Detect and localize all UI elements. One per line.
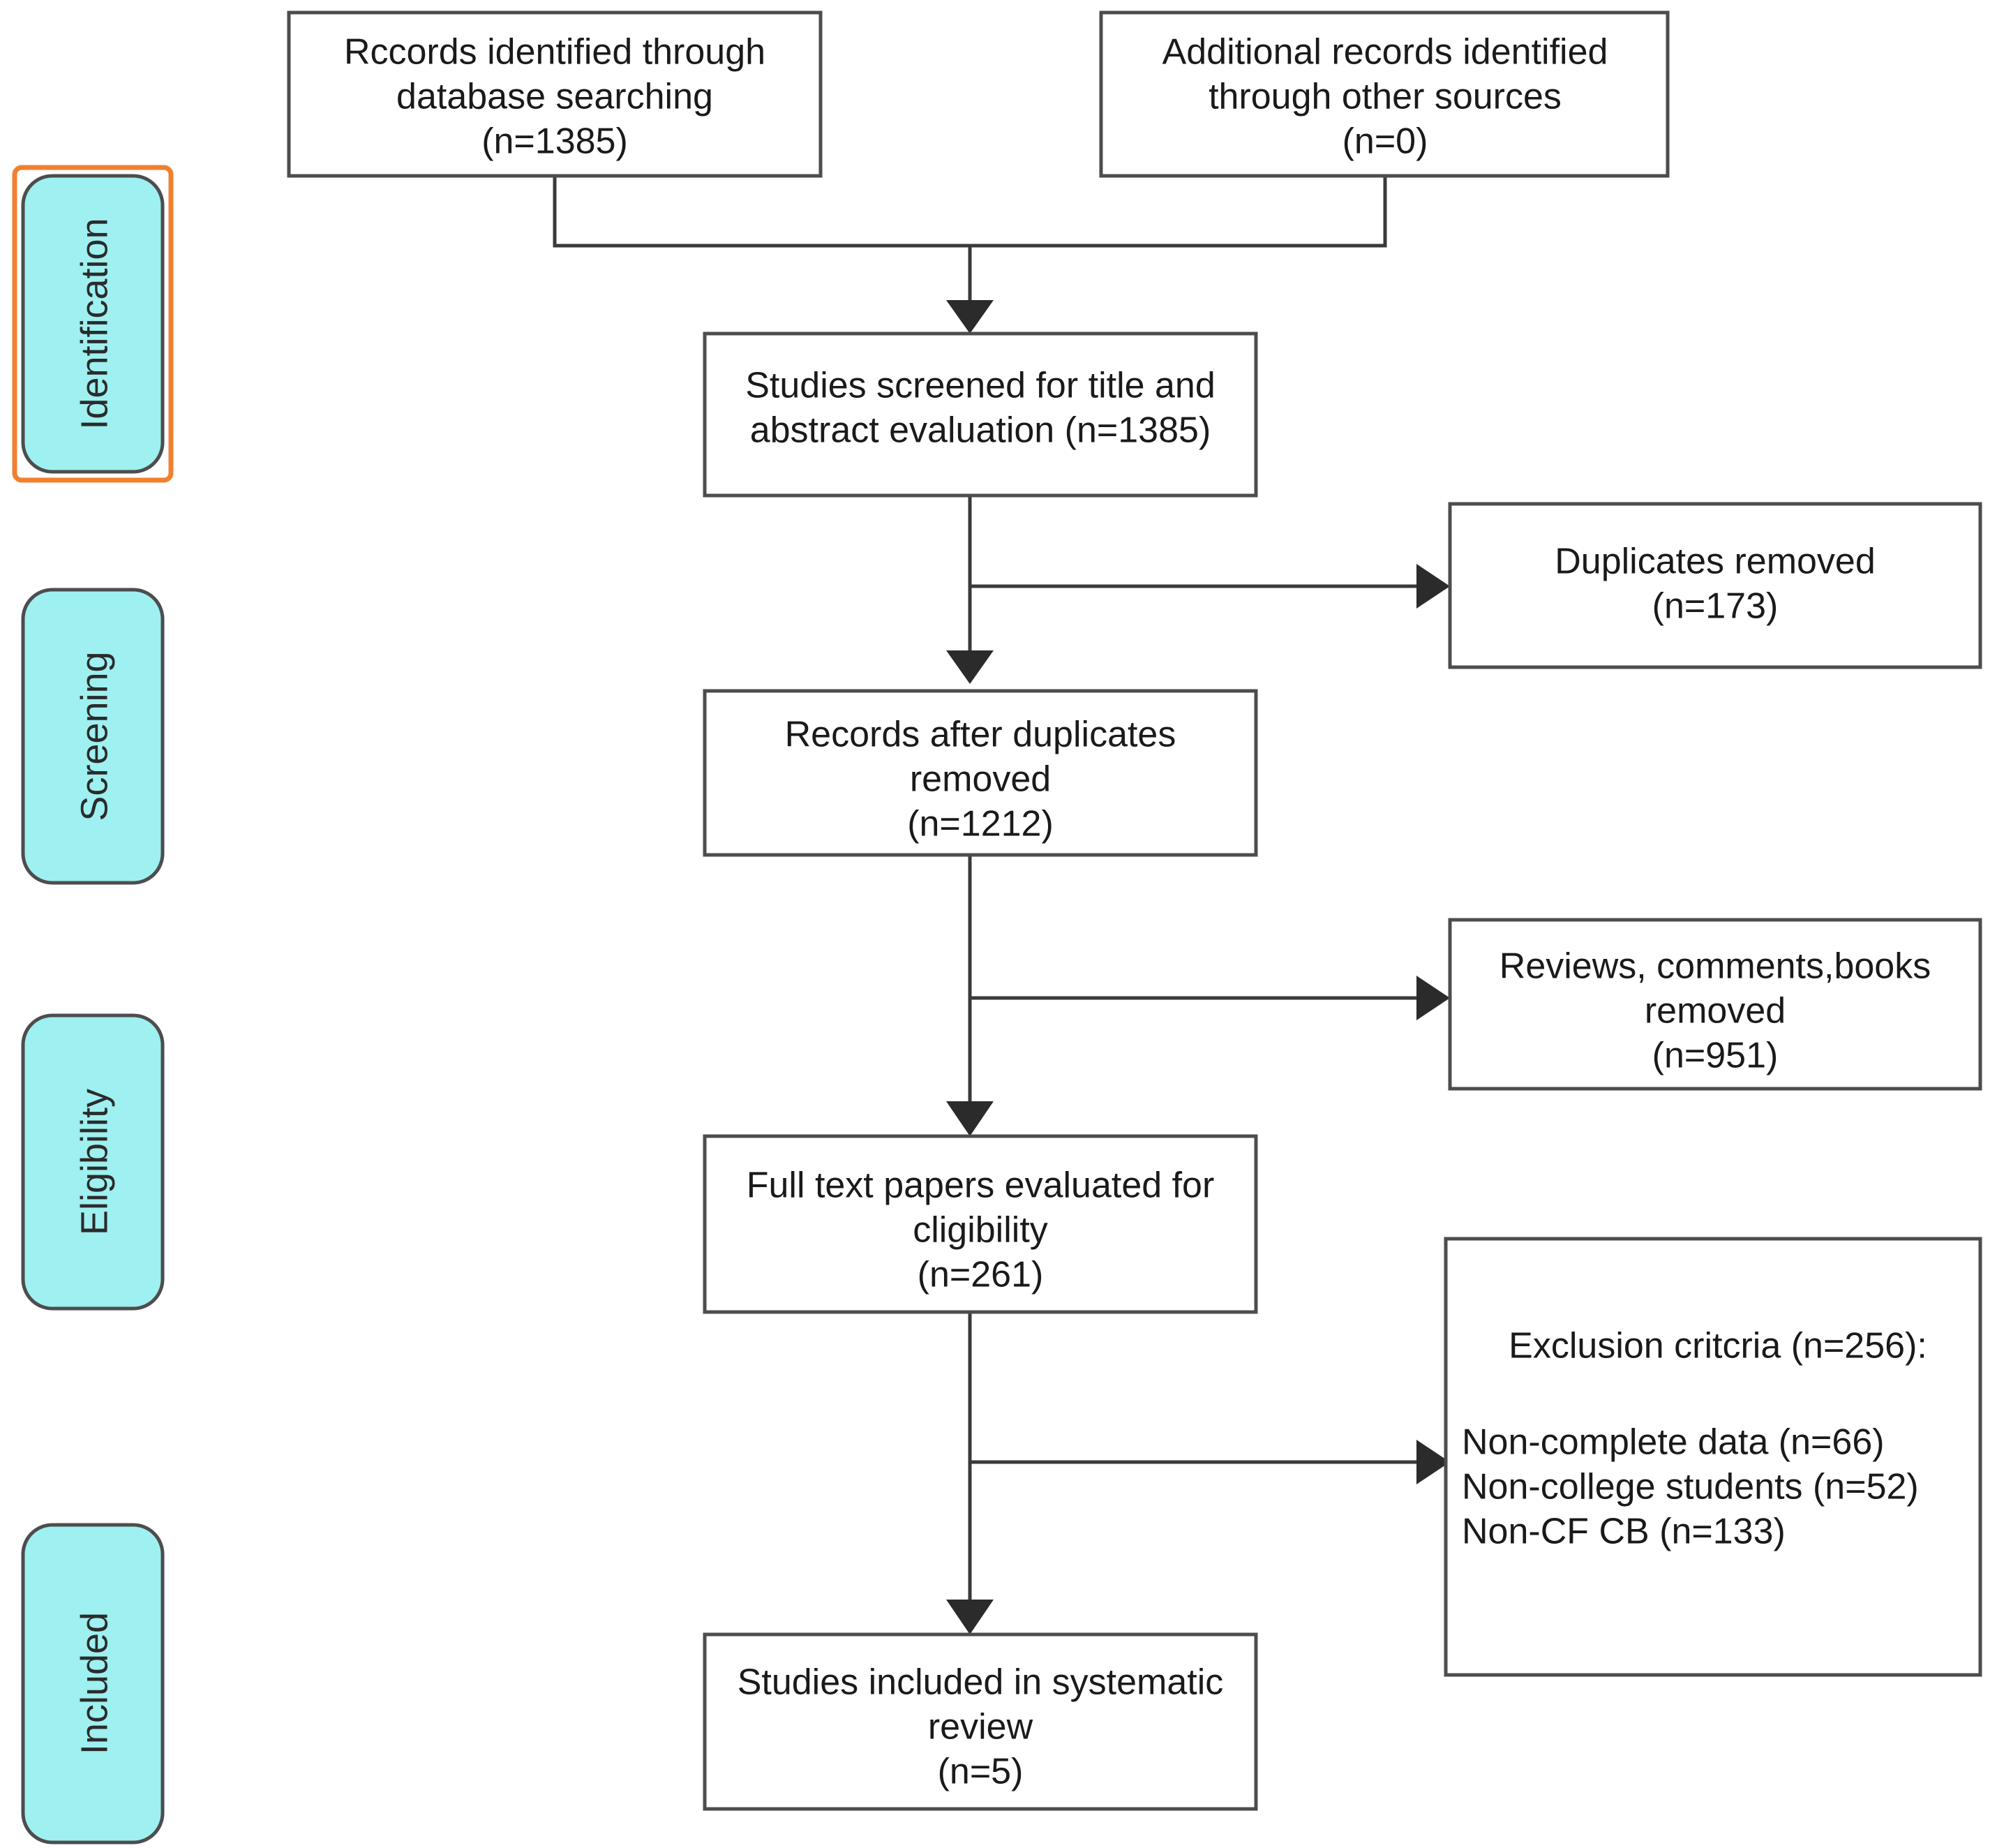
node-studies-screened-line-2: abstract evaluation (n=1385) (750, 410, 1211, 451)
connector-after-duplicates-to-reviews (968, 855, 1429, 1000)
node-records-other-sources[interactable]: Additional records identified through ot… (1099, 10, 1670, 178)
node-duplicates-removed[interactable]: Duplicates removed (n=173) (1448, 502, 1982, 669)
stage-identification-box[interactable] (21, 174, 165, 474)
node-records-after-duplicates-line-3: (n=1212) (907, 804, 1054, 844)
node-studies-included[interactable]: Studies included in systematic review (n… (703, 1632, 1258, 1811)
node-full-text-evaluated[interactable]: Full text papers evaluated for cligibili… (703, 1134, 1258, 1314)
stage-included-box[interactable] (21, 1523, 165, 1845)
stage-identification[interactable]: Identification (12, 165, 174, 483)
node-exclusion-criteria-line-1: Non-complete data (n=66) (1462, 1422, 1885, 1463)
node-records-database-line-3: (n=1385) (481, 121, 628, 162)
stage-eligibility-label: Eligibility (73, 1089, 115, 1235)
node-full-text-evaluated-line-1: Full text papers evaluated for (747, 1165, 1215, 1206)
node-exclusion-criteria-box[interactable] (1444, 1237, 1982, 1677)
node-studies-included-line-2: review (928, 1707, 1033, 1748)
stage-included[interactable]: Included (21, 1523, 165, 1845)
arrowhead-to-studies-included (946, 1600, 994, 1634)
node-records-other-sources-line-2: through other sources (1209, 77, 1562, 117)
node-studies-included-line-1: Studies included in systematic (738, 1662, 1224, 1703)
node-records-database-line-2: database searching (396, 77, 713, 117)
node-exclusion-criteria[interactable]: Exclusion critcria (n=256): Non-complete… (1444, 1237, 1982, 1677)
node-full-text-evaluated-line-2: cligibility (913, 1210, 1048, 1251)
node-reviews-comments-books-removed-line-1: Reviews, comments,books (1499, 946, 1931, 987)
node-records-database[interactable]: Rccords identified through database sear… (287, 10, 823, 178)
connector-layer (553, 176, 1450, 1634)
node-reviews-comments-books-removed[interactable]: Reviews, comments,books removed (n=951) (1448, 918, 1982, 1091)
node-records-other-sources-line-3: (n=0) (1342, 121, 1428, 162)
arrowhead-to-duplicates-removed (1416, 564, 1450, 609)
arrowhead-to-records-after-duplicates (946, 650, 994, 684)
node-records-after-duplicates-line-1: Records after duplicates (785, 715, 1176, 755)
stage-screening-label: Screening (73, 651, 115, 821)
node-records-database-box[interactable] (287, 10, 823, 178)
node-reviews-comments-books-removed-line-2: removed (1645, 991, 1786, 1031)
node-records-after-duplicates-line-2: removed (910, 759, 1051, 800)
arrowhead-to-studies-screened (946, 300, 994, 334)
stage-identification-label: Identification (73, 218, 115, 429)
arrowhead-to-exclusion-criteria (1416, 1440, 1450, 1484)
node-studies-screened-line-1: Studies screened for title and (745, 366, 1216, 406)
node-reviews-comments-books-removed-box[interactable] (1448, 918, 1982, 1091)
stage-screening-box[interactable] (21, 588, 165, 885)
node-exclusion-criteria-heading: Exclusion critcria (n=256): (1509, 1326, 1927, 1366)
node-records-other-sources-box[interactable] (1099, 10, 1670, 178)
node-reviews-comments-books-removed-line-3: (n=951) (1652, 1036, 1779, 1076)
stage-screening[interactable]: Screening (21, 588, 165, 885)
node-exclusion-criteria-line-2: Non-college students (n=52) (1462, 1467, 1919, 1507)
node-studies-included-line-3: (n=5) (938, 1752, 1024, 1792)
node-full-text-evaluated-line-3: (n=261) (918, 1255, 1044, 1295)
node-studies-screened[interactable]: Studies screened for title and abstract … (703, 331, 1258, 498)
connector-fulltext-to-exclusion (968, 1312, 1429, 1464)
node-records-after-duplicates-box[interactable] (703, 689, 1258, 857)
node-full-text-evaluated-box[interactable] (703, 1134, 1258, 1314)
stage-identification-selection-outline (12, 165, 174, 483)
node-studies-screened-box[interactable] (703, 331, 1258, 498)
connector-identification-merge (553, 176, 1387, 248)
stage-included-label: Included (73, 1612, 115, 1754)
arrowhead-to-reviews-removed (1416, 976, 1450, 1020)
node-records-after-duplicates[interactable]: Records after duplicates removed (n=1212… (703, 689, 1258, 857)
stage-sidebar: Identification Screening Eligibility Inc… (12, 165, 174, 1845)
node-records-database-line-1: Rccords identified through (344, 32, 765, 73)
connector-screened-to-duplicates (968, 495, 1429, 588)
stage-eligibility[interactable]: Eligibility (21, 1013, 165, 1311)
node-duplicates-removed-line-1: Duplicates removed (1555, 542, 1876, 582)
node-duplicates-removed-line-2: (n=173) (1652, 586, 1779, 627)
node-records-other-sources-line-1: Additional records identified (1162, 32, 1608, 73)
node-exclusion-criteria-line-3: Non-CF CB (n=133) (1462, 1512, 1786, 1552)
node-studies-included-box[interactable] (703, 1632, 1258, 1811)
stage-eligibility-box[interactable] (21, 1013, 165, 1311)
arrowhead-to-full-text (946, 1101, 994, 1136)
node-duplicates-removed-box[interactable] (1448, 502, 1982, 669)
